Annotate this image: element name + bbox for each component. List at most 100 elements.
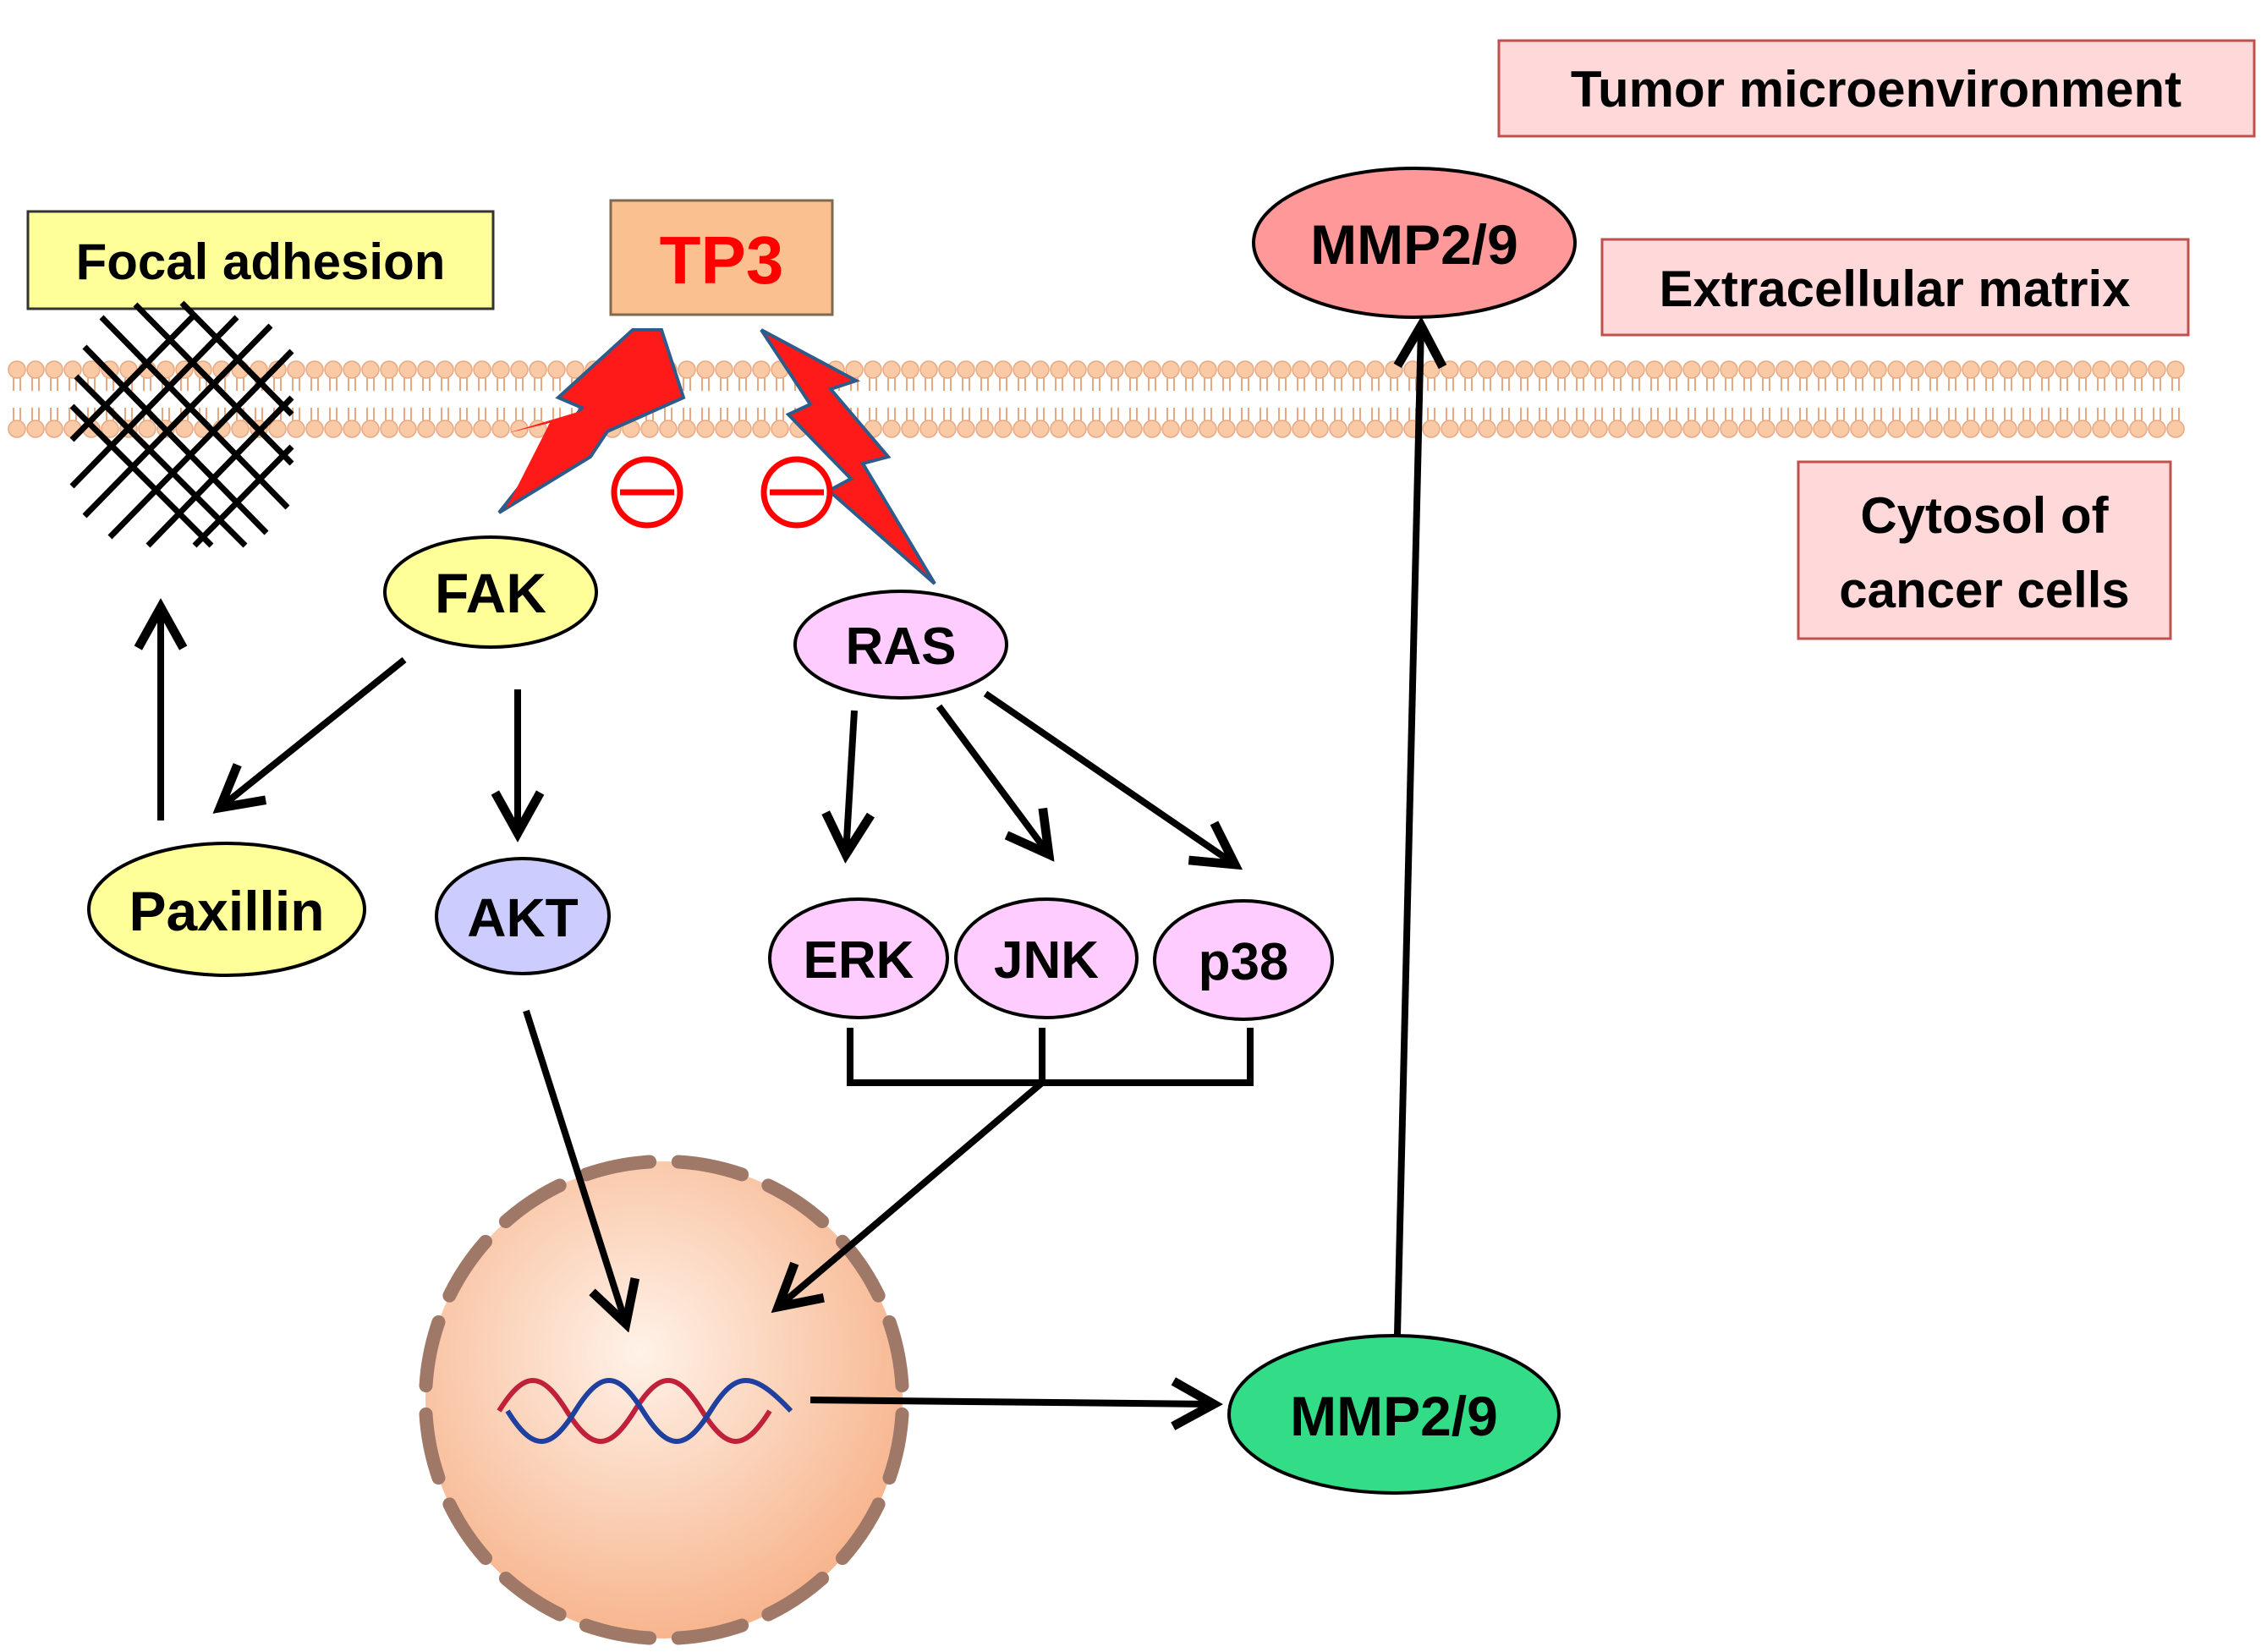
lipid-head [1571,360,1589,379]
lipid-head [1366,360,1385,379]
lipid-head [1869,420,1887,438]
lipid-head [1608,360,1627,379]
lipid-head [8,420,26,438]
lipid-head [2017,360,2036,379]
lipid-head [2092,420,2110,438]
lipid-head [1310,360,1329,379]
lipid-head [752,420,771,438]
lipid-head [1422,420,1441,438]
lipid-head [1869,360,1887,379]
lipid-head [380,420,398,438]
lipid-head [1273,360,1292,379]
focal-adhesion-label: Focal adhesion [76,233,446,290]
lipid-head [975,360,994,379]
mmp-intracellular-label: MMP2/9 [1290,1385,1498,1447]
lipid-head [1106,420,1124,438]
lipid-head [1757,420,1775,438]
lipid-head [696,420,715,438]
akt-label: AKT [467,887,579,948]
lipid-head [101,420,119,438]
lipid-head [417,420,436,438]
nuclear-envelope-segment [671,1618,749,1645]
lipid-head [1385,420,1403,438]
lipid-head [1441,420,1459,438]
lipid-head [1292,420,1310,438]
arrow-mmp-secretion [1397,326,1421,1336]
arrow-ras-to-erk [846,710,854,854]
lipid-head [1813,360,1831,379]
lipid-head [1906,420,1924,438]
cytosol-label-line1: Cytosol of [1860,487,2109,544]
lipid-head [510,360,529,379]
lipid-head [1515,360,1534,379]
lipid-head [2148,360,2166,379]
nuclear-envelope-segment [761,1572,830,1622]
lipid-head [1161,420,1180,438]
dna-helix-icon [497,1378,793,1444]
mapk-bracket [847,1028,1254,1086]
lipid-head [1682,360,1701,379]
lipid-head [1441,360,1459,379]
lipid-head [938,420,957,438]
lipid-head [1124,360,1143,379]
lipid-head [715,420,733,438]
lipid-head [733,420,752,438]
lipid-head [343,420,361,438]
fak-label: FAK [435,562,546,624]
lipid-head [864,360,882,379]
lipid-head [2092,360,2110,379]
nuclear-envelope-segment [882,1314,909,1393]
lipid-head [1459,360,1478,379]
lipid-head [1385,360,1403,379]
lipid-head [1906,360,1924,379]
lipid-head [1143,420,1161,438]
lipid-head [919,420,938,438]
lipid-head [1329,360,1347,379]
lipid-head [1775,360,1794,379]
node-jnk: JNK [954,897,1139,1019]
lipid-head [882,420,901,438]
lipid-head [1199,420,1217,438]
lipid-head [1031,360,1050,379]
lipid-head [1273,420,1292,438]
lipid-head [2129,420,2148,438]
lipid-head [287,420,305,438]
lipid-head [1627,360,1645,379]
nuclear-envelope-segment [419,1407,446,1485]
lipid-head [2148,420,2166,438]
lipid-head [2166,360,2185,379]
lipid-head [1459,420,1478,438]
lipid-head [2110,360,2129,379]
arrow-nucleus-to-mmp [809,1400,1214,1404]
lipid-head [1813,420,1831,438]
cytosol-label-line2: cancer cells [1839,562,2130,618]
arrow-fak-to-paxillin [220,656,407,808]
tp3-label: TP3 [660,222,784,298]
lipid-head [1310,420,1329,438]
node-erk: ERK [768,897,949,1019]
node-mmp2-9-intracellular: MMP2/9 [1227,1334,1561,1495]
lipid-head [361,360,380,379]
lipid-head [1217,420,1236,438]
lipid-head [733,360,752,379]
nuclear-envelope-segment [419,1314,446,1393]
lipid-head [26,360,45,379]
lipid-head [156,360,175,379]
nuclear-envelope-segment [498,1178,567,1228]
tp3-box: TP3 [609,199,834,316]
compartment-extracellular-matrix: Extracellular matrix [1600,238,2190,337]
lipid-head [1143,360,1161,379]
lipid-head [771,420,789,438]
lipid-head [1887,420,1906,438]
lipid-head [1664,360,1682,379]
lipid-head [1496,360,1515,379]
nuclear-envelope [419,1155,909,1645]
lipid-head [361,420,380,438]
lipid-head [1031,420,1050,438]
lipid-head [975,420,994,438]
lipid-head [1013,420,1031,438]
lipid-head [1589,360,1608,379]
lipid-head [2110,420,2129,438]
lipid-head [454,360,473,379]
